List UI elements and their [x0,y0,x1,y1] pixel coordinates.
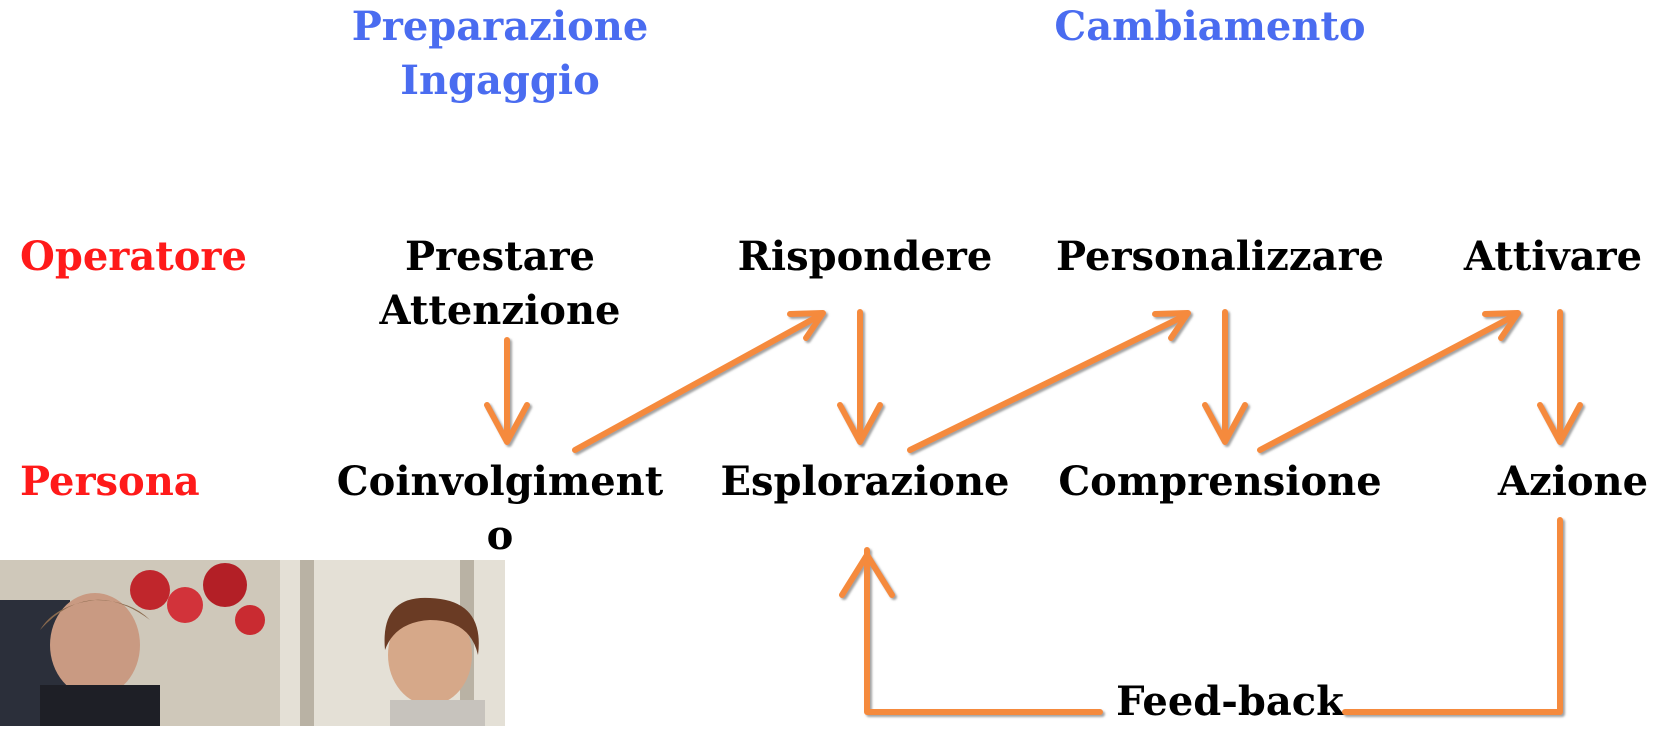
step-personalizzare: Personalizzare [1056,233,1384,280]
arrow-diag-2 [907,310,1191,453]
step-esplorazione: Esplorazione [720,458,1010,505]
step-prestare-attenzione: Prestare Attenzione [379,233,621,334]
role-person: Persona [20,458,200,505]
phase-preparation: Preparazione Ingaggio [351,3,649,104]
arrow-feedback [839,517,1563,715]
arrow-diag-3 [1257,310,1521,453]
arrow-down-1 [484,337,530,445]
arrow-down-3 [1202,309,1248,445]
step-coinvolgimento: Coinvolgiment o [336,458,664,559]
arrow-down-4 [1537,309,1583,445]
step-comprensione: Comprensione [1058,458,1382,505]
step-azione: Azione [1497,458,1649,505]
feedback-label: Feed-back [1116,678,1344,725]
arrow-down-2 [837,309,883,445]
photo-two-people-icon [0,560,505,726]
photo-two-people [0,560,505,726]
role-operator: Operatore [20,233,247,280]
step-attivare: Attivare [1463,233,1643,280]
phase-change: Cambiamento [1054,3,1366,50]
step-rispondere: Rispondere [737,233,993,280]
arrow-diag-1 [572,310,826,453]
